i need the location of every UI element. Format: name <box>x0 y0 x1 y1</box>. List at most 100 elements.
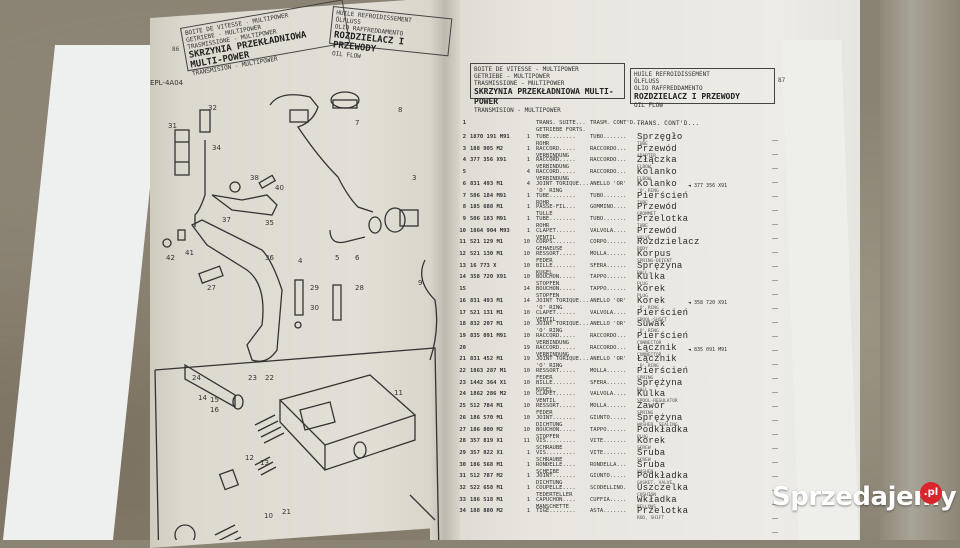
svg-text:27: 27 <box>207 284 216 292</box>
desc-en: SPRING <box>637 376 654 381</box>
desc-de: SCHRAUBE <box>536 456 563 463</box>
desc-fr: PASSE-FIL... <box>536 204 576 211</box>
part-number: 831 452 M1 <box>470 356 504 363</box>
quantity: 10 <box>523 239 530 246</box>
white-back-sheet <box>2 45 165 540</box>
desc-en: PLUG <box>637 434 648 440</box>
desc-pl: Przewód <box>637 202 677 213</box>
quantity: 10 <box>523 368 530 374</box>
right-header-group: HUILE REFROIDISSEMENT ÖLFLUSS OLIO RAFFR… <box>630 68 775 109</box>
svg-text:24: 24 <box>192 374 201 382</box>
desc-en: BELLOWS <box>637 504 656 510</box>
part-number: 835 091 M91 <box>470 332 507 339</box>
desc-en: SPOOL-REGULATOR <box>637 399 678 405</box>
header-line: HUILE REFROIDISSEMENT <box>634 71 710 78</box>
desc-en: TUBE <box>637 200 648 206</box>
desc-pl: Sprężyna <box>637 377 683 388</box>
desc-pl: Kolanko <box>637 178 677 189</box>
desc-de: FEDER <box>536 258 553 264</box>
desc-pl: TRANS. CONT'D... <box>637 120 700 127</box>
svg-text:4: 4 <box>298 257 303 265</box>
desc-en: 'O' RING <box>637 188 659 194</box>
desc-de: VERBINDUNG <box>536 152 570 159</box>
ref-number: 1 <box>462 120 466 126</box>
desc-it: TUBO....... <box>590 134 627 140</box>
desc-de: GETRIEBE FORTS. <box>536 127 586 133</box>
svg-text:15: 15 <box>210 396 219 404</box>
desc-en: BALL <box>637 270 648 276</box>
ref-number: 24 <box>459 391 466 398</box>
desc-fr: CAPUCHON.... <box>536 496 576 503</box>
carpet-background <box>880 0 960 540</box>
desc-fr: COUPELLE.... <box>536 485 576 491</box>
part-number: 1442 364 X1 <box>470 379 507 386</box>
desc-de: 'O' RING <box>536 328 563 335</box>
ref-number: 13 <box>459 262 466 269</box>
desc-en: 'O' RING <box>637 305 659 311</box>
cross-reference-note: ◄ 835 091 M91 <box>688 346 728 353</box>
desc-it: GIUNTO..... <box>590 414 627 421</box>
desc-fr: RESSORT..... <box>536 368 576 374</box>
quantity: 1 <box>526 157 530 164</box>
ref-number: 31 <box>459 473 466 480</box>
desc-fr: TUBE........ <box>536 192 576 199</box>
quantity: 10 <box>523 274 530 281</box>
desc-pl: Korek <box>637 436 666 447</box>
desc-en: ROD, SHIFT <box>637 516 665 522</box>
svg-text:35: 35 <box>265 219 274 227</box>
part-number: 1870 191 M91 <box>470 134 510 140</box>
part-number: 1863 287 M1 <box>470 368 507 374</box>
desc-fr: BILLE....... <box>536 262 576 269</box>
desc-fr: TUBE........ <box>536 134 576 140</box>
desc-de: VERBINDUNG <box>536 164 570 171</box>
quantity: 1 <box>526 473 530 480</box>
header-line: ÖLFLUSS <box>634 78 660 85</box>
quantity: 10 <box>523 262 530 269</box>
desc-pl: Sprężyna <box>637 412 683 423</box>
ref-number: 22 <box>459 368 466 374</box>
desc-de: FEDER <box>536 375 553 381</box>
part-number: 521 131 M1 <box>470 309 504 316</box>
part-number: 185 688 M1 <box>470 204 504 211</box>
desc-en: CUSHION <box>637 493 656 498</box>
desc-pl: Korek <box>637 284 666 295</box>
desc-it: RACCORDO... <box>590 332 627 339</box>
svg-text:5: 5 <box>335 254 339 262</box>
desc-de: MANSCHETTE <box>536 503 570 510</box>
ref-number: 10 <box>459 227 466 234</box>
desc-de: SCHEIBE <box>536 468 560 475</box>
quantity: 10 <box>523 391 530 398</box>
desc-de: STOPFEN <box>536 293 560 300</box>
svg-text:23: 23 <box>248 374 257 382</box>
desc-pl: Wkładka <box>637 494 677 505</box>
ref-number: 34 <box>459 508 466 515</box>
ref-number: 27 <box>459 426 466 433</box>
desc-en: SPRING <box>637 411 654 417</box>
desc-it: ANELLO 'OR' <box>590 297 627 304</box>
quantity: 10 <box>523 251 530 257</box>
part-number: 186 568 M1 <box>470 461 504 468</box>
desc-it: ASTA....... <box>590 508 627 515</box>
ref-number: 2 <box>462 134 466 140</box>
desc-en: SPOOL-SHIFT <box>637 317 667 323</box>
desc-it: VITE....... <box>590 438 627 445</box>
quantity: 1 <box>526 134 530 140</box>
svg-text:21: 21 <box>282 508 291 516</box>
desc-en: ELBOW <box>637 165 651 171</box>
part-number: 357 819 X1 <box>470 438 504 445</box>
desc-it: VALVOLA.... <box>590 227 627 234</box>
svg-text:32: 32 <box>208 104 217 112</box>
desc-fr: RONDELLE.... <box>536 461 576 468</box>
ref-number: 33 <box>459 496 466 503</box>
desc-it: TAPPO...... <box>590 286 627 293</box>
